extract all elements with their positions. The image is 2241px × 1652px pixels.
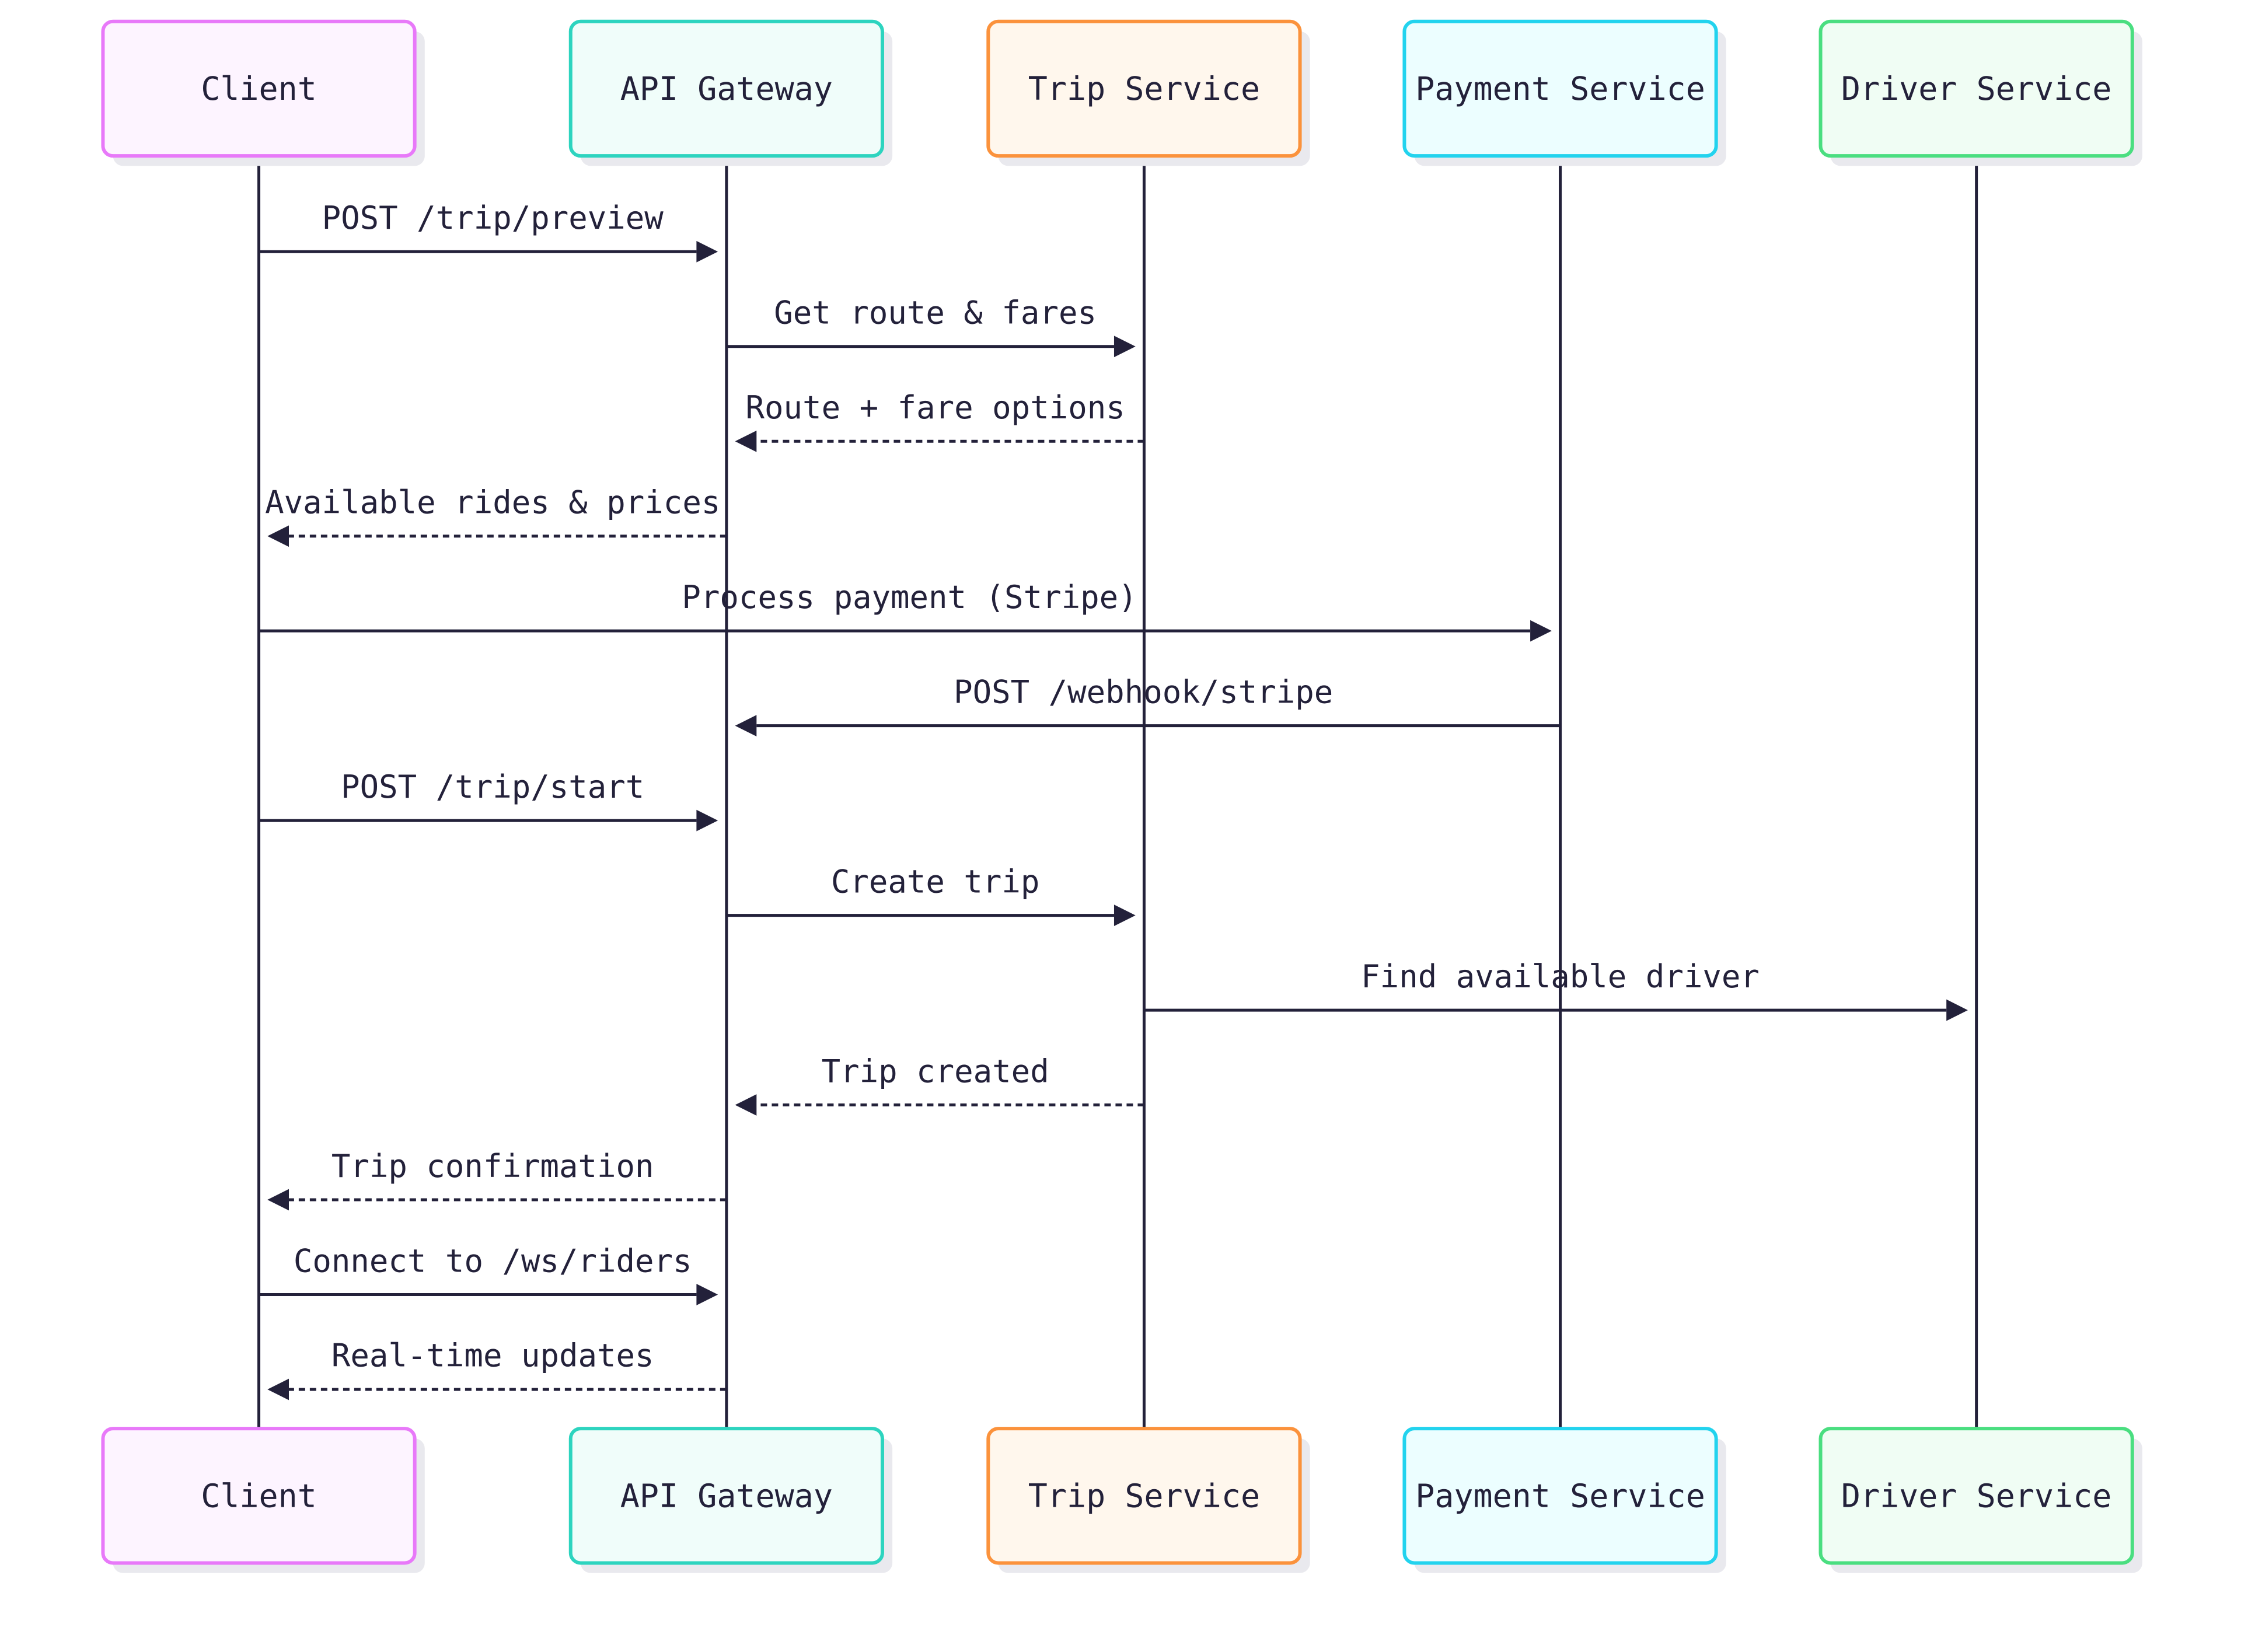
participant-box	[986, 1427, 1302, 1565]
arrowhead	[267, 1378, 289, 1400]
participant-box	[1818, 19, 2134, 158]
participant-label: Client	[201, 70, 317, 107]
message-label: Route + fare options	[746, 389, 1125, 426]
message: POST /trip/preview	[259, 200, 718, 263]
participant-label: Trip Service	[1028, 70, 1260, 107]
arrowhead	[735, 715, 757, 737]
arrowhead	[735, 1094, 757, 1116]
participant-label: Driver Service	[1841, 1477, 2112, 1514]
participant-gateway-bottom: API Gateway	[568, 1427, 893, 1573]
arrowhead	[1113, 904, 1136, 926]
arrowhead	[1946, 999, 1968, 1021]
participant-label: Client	[201, 1477, 317, 1514]
arrowhead	[267, 1189, 289, 1211]
arrowhead	[1530, 620, 1552, 642]
message: Process payment (Stripe)	[259, 579, 1552, 642]
arrowhead	[735, 430, 757, 452]
arrowhead	[267, 525, 289, 547]
participant-label: Trip Service	[1028, 1477, 1260, 1514]
message: Find available driver	[1144, 958, 1968, 1021]
participant-label: Payment Service	[1415, 70, 1705, 107]
participant-label: Driver Service	[1841, 70, 2112, 107]
participant-driver-top: Driver Service	[1818, 19, 2142, 166]
participant-client-top: Client	[101, 19, 425, 166]
participant-gateway-top: API Gateway	[568, 19, 893, 166]
participant-box	[101, 1427, 417, 1565]
message: Route + fare options	[735, 389, 1144, 452]
participant-box	[1818, 1427, 2134, 1565]
participants-top: Client API Gateway Trip Service Payment Ser…	[101, 19, 2142, 166]
arrowhead	[696, 240, 718, 263]
message-label: POST /webhook/stripe	[954, 673, 1333, 710]
message-label: Create trip	[831, 863, 1040, 900]
message-label: Real-time updates	[331, 1337, 654, 1374]
arrowhead	[1113, 336, 1136, 358]
message: Connect to /ws/riders	[259, 1242, 718, 1305]
message-label: POST /trip/preview	[322, 200, 664, 236]
message-label: Trip created	[822, 1053, 1049, 1089]
participant-trip-top: Trip Service	[986, 19, 1310, 166]
message-label: Get route & fares	[774, 295, 1097, 331]
message-label: Find available driver	[1361, 958, 1760, 995]
message: Trip created	[735, 1053, 1144, 1116]
message-label: Process payment (Stripe)	[682, 579, 1137, 616]
message: Create trip	[726, 863, 1136, 926]
participant-label: API Gateway	[620, 1477, 833, 1514]
participant-trip-bottom: Trip Service	[986, 1427, 1310, 1573]
message-label: Available rides & prices	[265, 484, 720, 521]
participant-box	[568, 19, 884, 158]
participant-payment-top: Payment Service	[1402, 19, 1726, 166]
message: Available rides & prices	[265, 484, 727, 547]
message: POST /webhook/stripe	[735, 673, 1561, 737]
participant-box	[1402, 19, 1718, 158]
participant-box	[986, 19, 1302, 158]
arrowhead	[696, 1284, 718, 1305]
participant-payment-bottom: Payment Service	[1402, 1427, 1726, 1573]
participants-bottom: Client API Gateway Trip Service Payment Ser…	[101, 1427, 2142, 1573]
message-label: Trip confirmation	[331, 1148, 654, 1185]
arrowhead	[696, 809, 718, 832]
participant-label: API Gateway	[620, 70, 833, 107]
message: Trip confirmation	[267, 1148, 727, 1211]
participant-box	[1402, 1427, 1718, 1565]
message: POST /trip/start	[259, 769, 718, 832]
participant-box	[101, 19, 417, 158]
message: Real-time updates	[267, 1337, 727, 1400]
message: Get route & fares	[726, 295, 1136, 358]
lifelines	[257, 156, 1978, 1429]
participant-client-bottom: Client	[101, 1427, 425, 1573]
message-label: POST /trip/start	[341, 769, 644, 805]
participant-box	[568, 1427, 884, 1565]
message-label: Connect to /ws/riders	[294, 1242, 692, 1279]
participant-label: Payment Service	[1415, 1477, 1705, 1514]
participant-driver-bottom: Driver Service	[1818, 1427, 2142, 1573]
